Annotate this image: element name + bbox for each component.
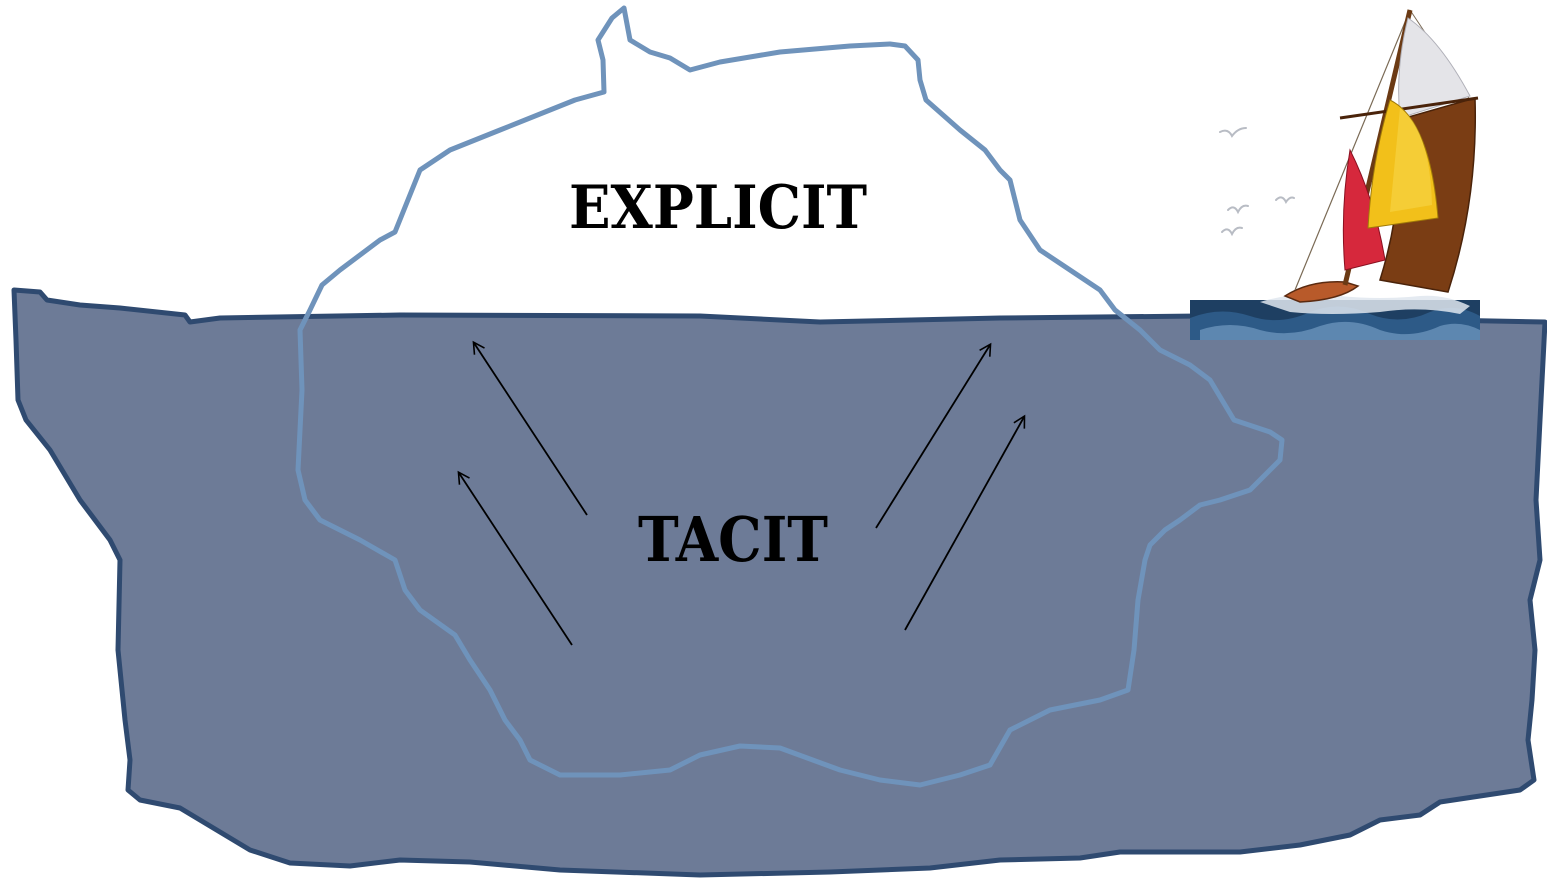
seagull-icon — [1219, 127, 1295, 237]
explicit-label: EXPLICIT — [569, 173, 867, 243]
arrow-up-right-lower — [904, 414, 1026, 631]
tacit-label: TACIT — [638, 503, 828, 576]
arrow-up-left-upper — [472, 340, 588, 516]
arrow-up-left-lower — [457, 470, 573, 646]
sailboat-icon — [1190, 9, 1480, 340]
arrow-up-right-upper — [875, 342, 992, 529]
water-body — [11, 287, 1547, 878]
iceberg-outline — [295, 5, 1285, 788]
